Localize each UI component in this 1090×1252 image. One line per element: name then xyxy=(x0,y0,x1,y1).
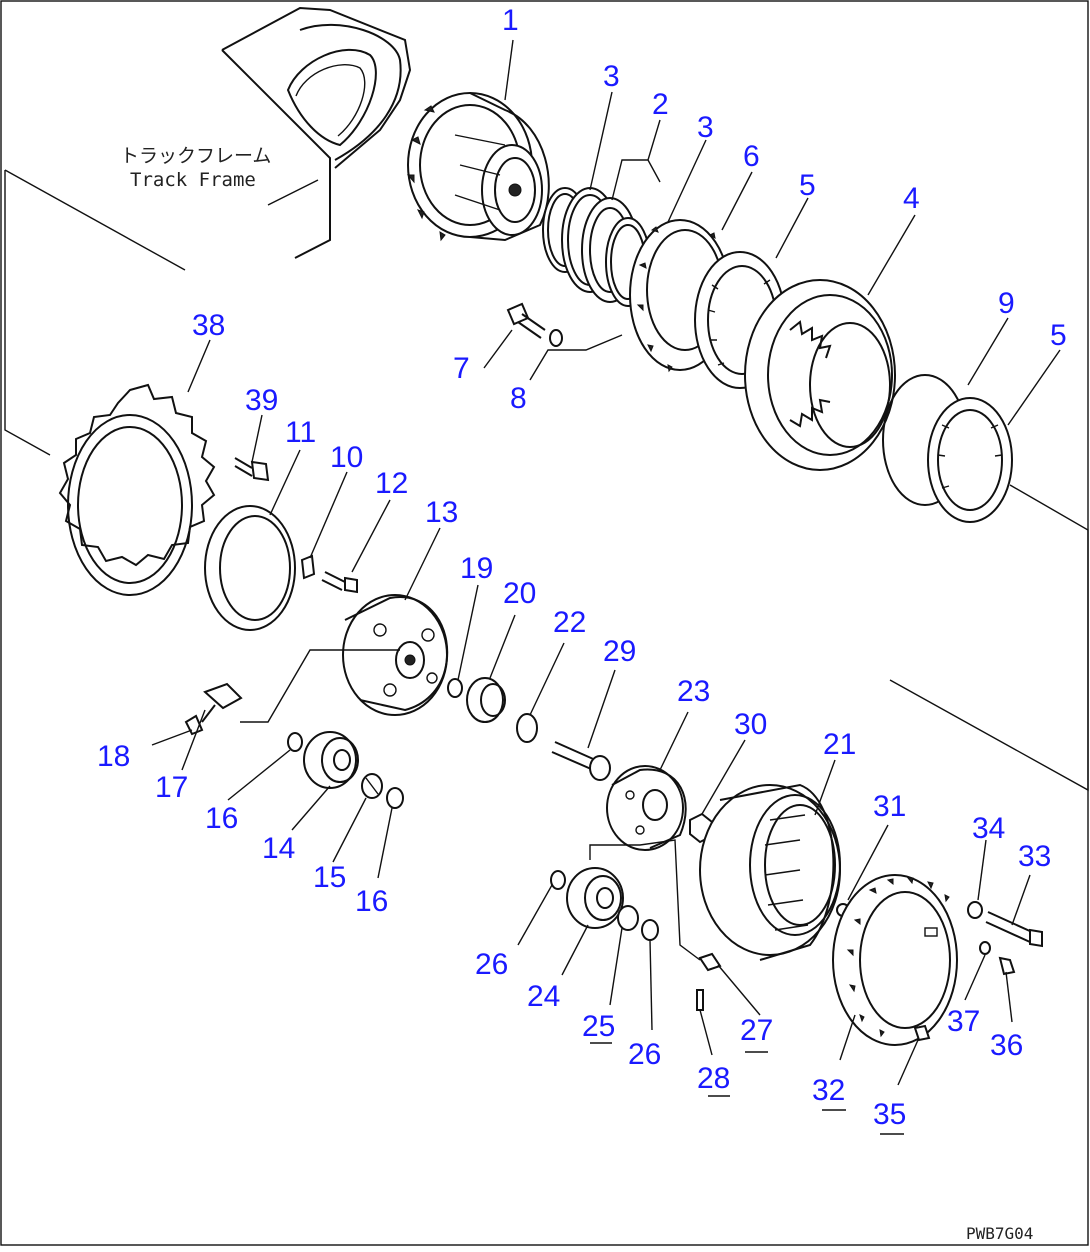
part-38-sprocket xyxy=(58,383,216,596)
callout-32: 32 xyxy=(812,1074,845,1107)
part-21-ring-gear xyxy=(699,783,841,961)
frame-label-japanese: トラックフレーム xyxy=(120,145,271,167)
callout-13: 13 xyxy=(425,496,458,529)
part-14-planet-gear xyxy=(303,731,359,789)
callout-23: 23 xyxy=(677,675,710,708)
callout-5b: 5 xyxy=(1050,319,1067,352)
callout-7: 7 xyxy=(453,352,470,385)
callout-22: 22 xyxy=(553,606,586,639)
part-15-needle-bearing xyxy=(361,773,383,799)
assembly-axis-lines xyxy=(4,169,1089,792)
part-35-plug xyxy=(913,1024,931,1042)
callout-3a: 3 xyxy=(603,60,620,93)
part-39-bolt xyxy=(234,457,270,482)
callout-8: 8 xyxy=(510,382,527,415)
callout-1: 1 xyxy=(502,4,519,37)
callout-21: 21 xyxy=(823,728,856,761)
part-26-thrust-washer-b xyxy=(641,919,659,941)
callout-27: 27 xyxy=(740,1014,773,1047)
callout-5a: 5 xyxy=(799,169,816,202)
callout-labels: 1 2 3 3 4 5 5 6 7 8 9 10 11 12 13 14 15 … xyxy=(97,4,1067,1131)
part-25-needle-bearing xyxy=(617,905,639,931)
callout-9: 9 xyxy=(998,287,1015,320)
part-27-shaft xyxy=(698,952,722,972)
callout-31: 31 xyxy=(873,790,906,823)
part-22-snap-ring xyxy=(516,713,538,743)
callout-18: 18 xyxy=(97,740,130,773)
part-37-pin xyxy=(979,941,991,955)
callout-36: 36 xyxy=(990,1029,1023,1062)
callout-16b: 16 xyxy=(355,885,388,918)
part-4-ring-gear xyxy=(744,279,896,471)
callout-10: 10 xyxy=(330,441,363,474)
part-16-thrust-washer-a xyxy=(287,732,303,752)
part-36-plug xyxy=(998,956,1016,976)
frame-label: トラックフレーム Track Frame xyxy=(120,145,271,191)
part-19-washer xyxy=(447,678,463,698)
callout-6: 6 xyxy=(743,140,760,173)
callout-4: 4 xyxy=(903,182,920,215)
part-20-bearing xyxy=(466,677,506,723)
callout-14: 14 xyxy=(262,832,295,865)
part-12-bolt xyxy=(321,571,358,594)
callout-26a: 26 xyxy=(475,948,508,981)
part-11-cover-ring xyxy=(204,505,296,631)
callout-39: 39 xyxy=(245,384,278,417)
callout-37: 37 xyxy=(947,1005,980,1038)
callout-26b: 26 xyxy=(628,1038,661,1071)
callout-30: 30 xyxy=(734,708,767,741)
callout-15: 15 xyxy=(313,861,346,894)
callout-11: 11 xyxy=(285,416,316,449)
part-5-bearing-b xyxy=(927,397,1013,523)
callout-38: 38 xyxy=(192,309,225,342)
track-frame xyxy=(221,6,412,259)
part-33-bolt xyxy=(985,911,1043,948)
part-8-washer xyxy=(549,329,563,347)
part-13-carrier xyxy=(342,594,449,716)
callout-25: 25 xyxy=(582,1010,615,1043)
callout-17: 17 xyxy=(155,771,188,804)
part-34-washer xyxy=(967,901,983,919)
part-24-planet-gear xyxy=(566,867,624,929)
part-1-final-drive xyxy=(406,92,550,242)
callout-19: 19 xyxy=(460,552,493,585)
callout-33: 33 xyxy=(1018,840,1051,873)
callout-20: 20 xyxy=(503,577,536,610)
callout-12: 12 xyxy=(375,467,408,500)
callout-2: 2 xyxy=(652,88,669,121)
part-10-plate xyxy=(300,554,316,580)
part-28-pin xyxy=(696,989,704,1011)
callout-28: 28 xyxy=(697,1062,730,1095)
part-32-cover xyxy=(832,874,958,1046)
part-26-thrust-washer-a xyxy=(550,870,566,890)
part-29-sun-shaft xyxy=(551,741,611,781)
callout-24: 24 xyxy=(527,980,560,1013)
part-7-bolt xyxy=(506,302,546,339)
part-16-thrust-washer-b xyxy=(386,787,404,809)
callout-29: 29 xyxy=(603,635,636,668)
part-17-shaft xyxy=(201,682,243,723)
callout-35: 35 xyxy=(873,1098,906,1131)
part-23-carrier xyxy=(606,765,687,851)
callout-3b: 3 xyxy=(697,111,714,144)
drawing-code: PWB7G04 xyxy=(966,1224,1033,1243)
frame-label-english: Track Frame xyxy=(130,169,256,191)
callout-16a: 16 xyxy=(205,802,238,835)
leader-lines xyxy=(151,39,1061,1135)
callout-34: 34 xyxy=(972,812,1005,845)
